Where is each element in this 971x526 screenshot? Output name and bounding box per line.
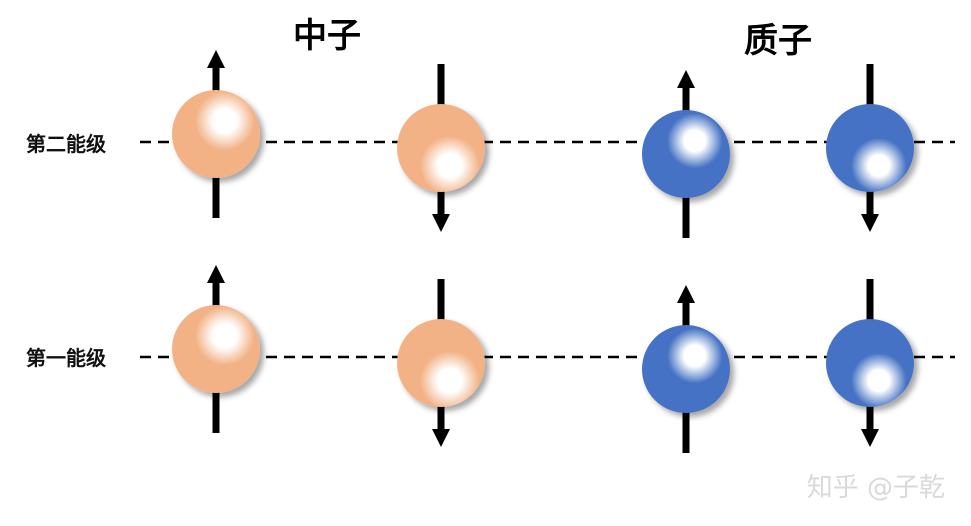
watermark-text: 知乎 @子乾 (807, 473, 945, 503)
proton-title: 质子 (744, 21, 812, 61)
level-label-second: 第二能级 (26, 132, 106, 156)
spin-arrowhead-down (861, 214, 879, 232)
proton-ball (642, 325, 730, 413)
spin-arrowhead-up (677, 70, 695, 88)
neutron-particle-spin-up (172, 50, 260, 218)
neutron-particle-spin-down (397, 279, 485, 447)
spin-arrowhead-up (677, 285, 695, 303)
proton-particle-spin-down (826, 64, 914, 232)
neutron-title: 中子 (293, 16, 361, 56)
neutron-ball (397, 319, 485, 407)
spin-arrowhead-down (432, 429, 450, 447)
spin-arrowhead-up (207, 50, 225, 68)
neutron-ball (172, 305, 260, 393)
level-label-first: 第一能级 (26, 346, 106, 370)
neutron-ball (172, 90, 260, 178)
proton-ball (826, 104, 914, 192)
particles-layer (172, 50, 914, 453)
neutron-particle-spin-down (397, 64, 485, 232)
proton-particle-spin-down (826, 279, 914, 447)
energy-level-first: 第一能级 (26, 346, 955, 370)
proton-ball (826, 319, 914, 407)
spin-arrowhead-down (861, 429, 879, 447)
proton-particle-spin-up (642, 285, 730, 453)
neutron-ball (397, 104, 485, 192)
spin-arrowhead-up (207, 265, 225, 283)
neutron-particle-spin-up (172, 265, 260, 433)
spin-arrowhead-down (432, 214, 450, 232)
energy-level-second: 第二能级 (26, 132, 955, 156)
proton-ball (642, 110, 730, 198)
proton-particle-spin-up (642, 70, 730, 238)
